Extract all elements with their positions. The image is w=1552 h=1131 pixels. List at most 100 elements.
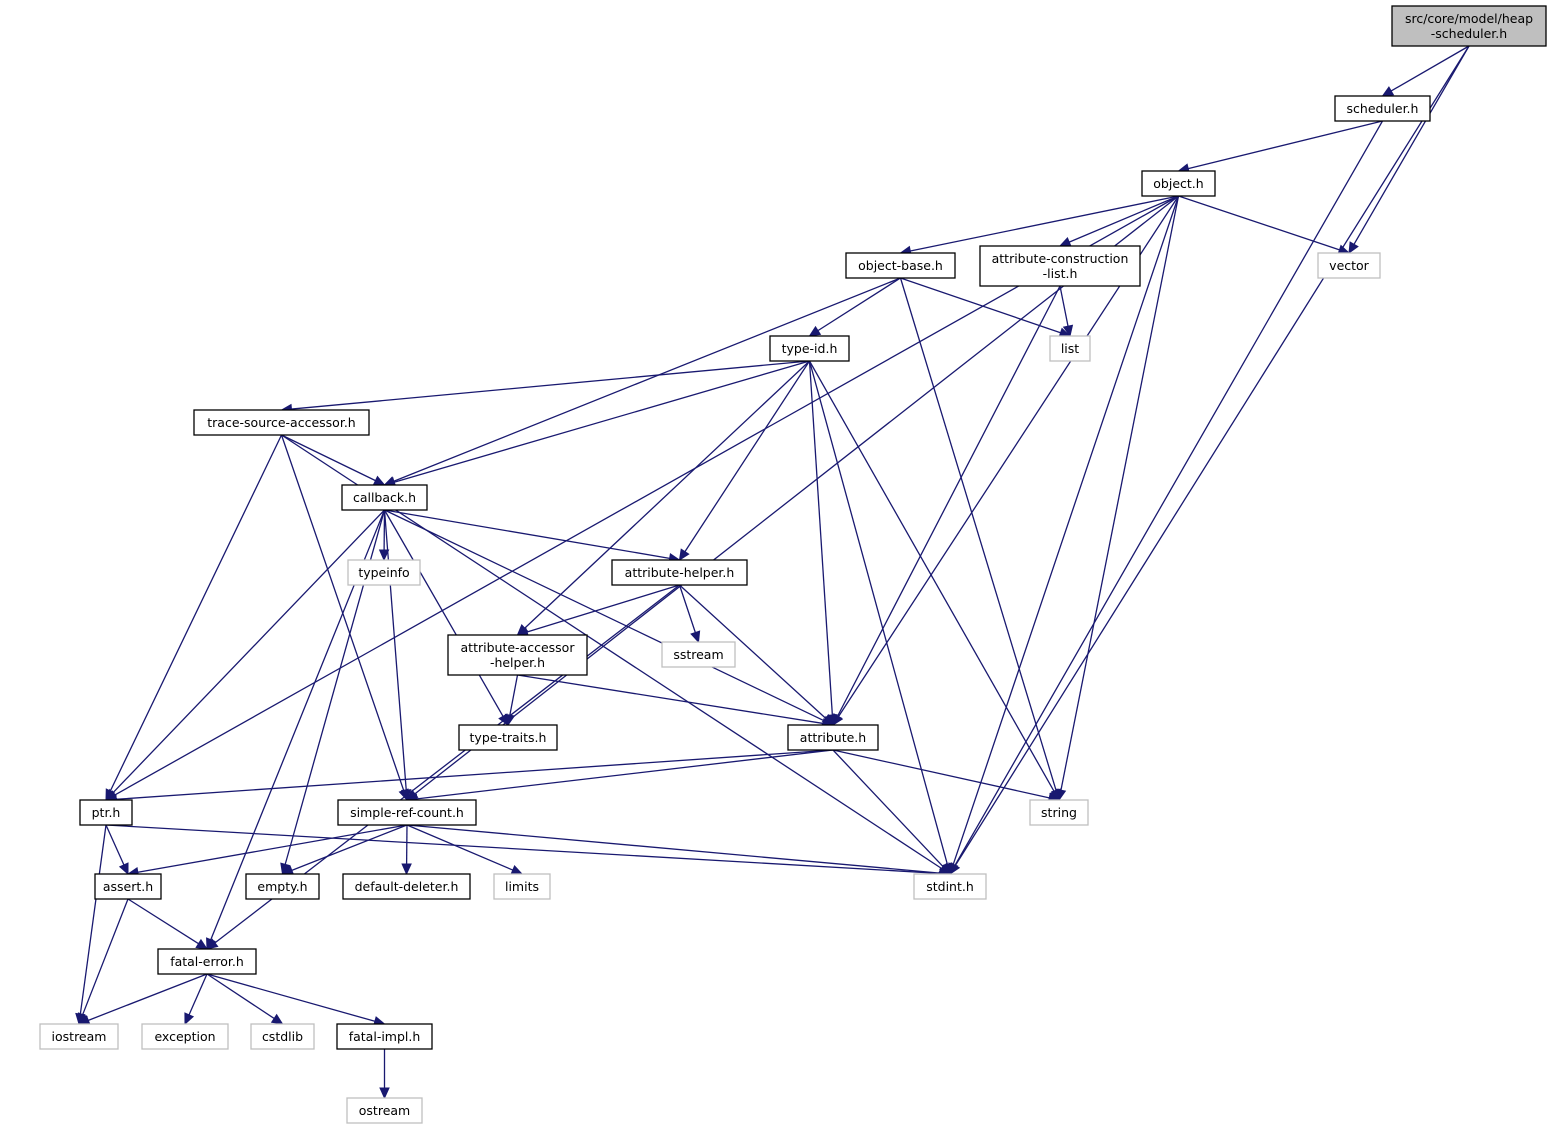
edge-line bbox=[291, 360, 810, 410]
edge-line bbox=[517, 674, 824, 725]
edge-callback-to-typeinfo bbox=[378, 509, 390, 562]
node-attr-helper[interactable]: attribute-helper.h bbox=[611, 559, 748, 586]
edge-callback-to-ptr bbox=[105, 509, 385, 801]
node-label: stdint.h bbox=[926, 879, 974, 894]
edge-attr_helper-to-attr_accessor bbox=[516, 584, 680, 637]
node-type-traits[interactable]: type-traits.h bbox=[458, 724, 558, 751]
edge-line bbox=[416, 749, 834, 800]
node-label: exception bbox=[154, 1029, 215, 1044]
edge-attr_construction-to-list bbox=[1059, 285, 1074, 338]
node-box bbox=[346, 1097, 423, 1124]
node-ptr[interactable]: ptr.h bbox=[79, 799, 133, 826]
edge-type_id-to-trace_source bbox=[280, 360, 810, 415]
edge-line bbox=[206, 973, 376, 1022]
node-scheduler[interactable]: scheduler.h bbox=[1334, 95, 1431, 122]
edge-line bbox=[808, 360, 834, 716]
edge-line bbox=[109, 434, 283, 792]
arrowhead-icon bbox=[1381, 86, 1395, 97]
arrowhead-icon bbox=[270, 1013, 284, 1025]
node-label: fatal-impl.h bbox=[349, 1029, 421, 1044]
edge-line bbox=[414, 195, 1179, 795]
node-fatal-impl[interactable]: fatal-impl.h bbox=[336, 1023, 433, 1050]
node-attr-construction[interactable]: attribute-construction-list.h bbox=[979, 245, 1141, 287]
node-label: -helper.h bbox=[490, 655, 545, 670]
edge-simple_ref-to-default_deleter bbox=[401, 824, 412, 876]
edge-attr_accessor-to-attribute bbox=[517, 674, 835, 729]
edge-object_base-to-callback bbox=[383, 277, 901, 486]
node-assert[interactable]: assert.h bbox=[94, 873, 162, 900]
arrowhead-icon bbox=[118, 862, 129, 876]
edge-object-to-vector bbox=[1178, 195, 1351, 255]
edge-callback-to-attribute bbox=[384, 509, 835, 726]
edge-line bbox=[406, 824, 941, 874]
edge-line bbox=[281, 434, 376, 482]
node-object-base[interactable]: object-base.h bbox=[845, 252, 956, 279]
arrowhead-icon bbox=[678, 548, 690, 562]
node-fatal-error[interactable]: fatal-error.h bbox=[157, 948, 257, 975]
arrowhead-icon bbox=[379, 1087, 390, 1100]
arrowhead-icon bbox=[504, 713, 516, 727]
edge-simple_ref-to-empty bbox=[281, 824, 408, 876]
node-label: empty.h bbox=[257, 879, 307, 894]
node-default-deleter[interactable]: default-deleter.h bbox=[342, 873, 471, 900]
node-label: attribute-construction bbox=[992, 251, 1129, 266]
edge-line bbox=[837, 285, 1061, 717]
edge-attribute-to-simple_ref bbox=[405, 749, 834, 805]
node-label: attribute-accessor bbox=[461, 640, 576, 655]
edge-root-to-scheduler bbox=[1381, 45, 1470, 97]
edge-line bbox=[684, 360, 811, 552]
nodes-layer: src/core/model/heap-scheduler.h scheduler… bbox=[39, 5, 1547, 1124]
edge-type_id-to-attr_helper bbox=[678, 360, 811, 562]
node-box bbox=[250, 1023, 315, 1050]
node-simple-ref[interactable]: simple-ref-count.h bbox=[337, 799, 477, 826]
edge-line bbox=[291, 824, 408, 871]
node-box bbox=[342, 873, 471, 900]
node-limits: limits bbox=[493, 873, 551, 900]
node-list: list bbox=[1049, 335, 1091, 362]
node-label: scheduler.h bbox=[1347, 101, 1419, 116]
arrowhead-icon bbox=[372, 475, 386, 486]
node-label: -list.h bbox=[1043, 266, 1078, 281]
node-label: type-id.h bbox=[782, 341, 838, 356]
node-label: sstream bbox=[673, 647, 723, 662]
edge-line bbox=[832, 749, 1050, 799]
edge-assert-to-iostream bbox=[77, 898, 129, 1026]
edge-trace_source-to-callback bbox=[281, 434, 386, 486]
node-attr-accessor[interactable]: attribute-accessor-helper.h bbox=[447, 634, 588, 676]
node-label: cstdlib bbox=[262, 1029, 303, 1044]
node-empty[interactable]: empty.h bbox=[245, 873, 320, 900]
node-trace-source[interactable]: trace-source-accessor.h bbox=[193, 409, 370, 436]
node-label: simple-ref-count.h bbox=[350, 805, 464, 820]
edge-line bbox=[384, 509, 825, 722]
node-callback[interactable]: callback.h bbox=[341, 484, 428, 511]
node-root[interactable]: src/core/model/heap-scheduler.h bbox=[1391, 5, 1547, 47]
edge-line bbox=[910, 195, 1179, 252]
node-box bbox=[141, 1023, 229, 1050]
edge-simple_ref-to-limits bbox=[406, 824, 524, 875]
edge-line bbox=[188, 973, 208, 1016]
edge-line bbox=[383, 509, 407, 791]
edge-line bbox=[1060, 195, 1180, 791]
edge-fatal_error-to-fatal_impl bbox=[206, 973, 386, 1027]
edge-line bbox=[817, 277, 901, 332]
arrowhead-icon bbox=[1348, 241, 1359, 255]
node-vector: vector bbox=[1317, 252, 1381, 279]
edge-attribute-to-string bbox=[832, 749, 1061, 803]
edge-attr_construction-to-attribute bbox=[832, 285, 1061, 727]
arrowhead-icon bbox=[510, 865, 524, 875]
node-box bbox=[787, 724, 879, 751]
node-label: object-base.h bbox=[858, 258, 943, 273]
node-box bbox=[447, 634, 588, 676]
arrowhead-icon bbox=[195, 938, 209, 950]
arrowhead-icon bbox=[378, 549, 390, 562]
node-label: string bbox=[1041, 805, 1077, 820]
arrowhead-icon bbox=[1062, 324, 1074, 338]
node-label: iostream bbox=[52, 1029, 107, 1044]
node-label: ptr.h bbox=[92, 805, 121, 820]
node-object[interactable]: object.h bbox=[1141, 170, 1216, 197]
node-type-id[interactable]: type-id.h bbox=[769, 335, 850, 362]
edge-line bbox=[105, 824, 125, 866]
node-label: limits bbox=[505, 879, 539, 894]
node-attribute[interactable]: attribute.h bbox=[787, 724, 879, 751]
node-box bbox=[611, 559, 748, 586]
